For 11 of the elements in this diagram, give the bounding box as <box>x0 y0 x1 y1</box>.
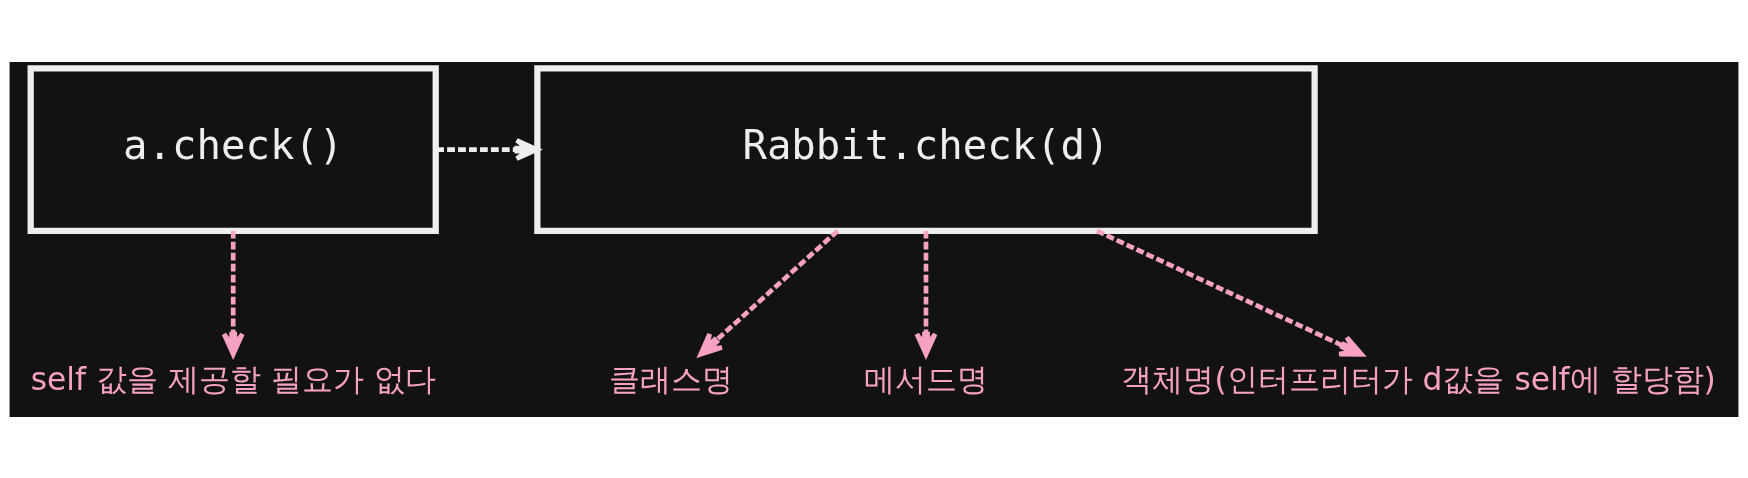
node-text: 메서드명 <box>864 360 988 397</box>
node-box: a.check() <box>27 64 439 234</box>
arrow <box>436 137 540 161</box>
node-text: 객체명(인터프리터가 d값을 self에 할당함) <box>1121 360 1716 397</box>
arrow <box>221 230 245 357</box>
arrow <box>1095 228 1364 357</box>
node-text: self 값을 제공할 필요가 없다 <box>30 360 436 397</box>
node-box: Rabbit.check(d) <box>534 64 1318 234</box>
node-text: 클래스명 <box>609 360 734 397</box>
arrow <box>698 228 840 357</box>
arrow <box>914 230 938 357</box>
